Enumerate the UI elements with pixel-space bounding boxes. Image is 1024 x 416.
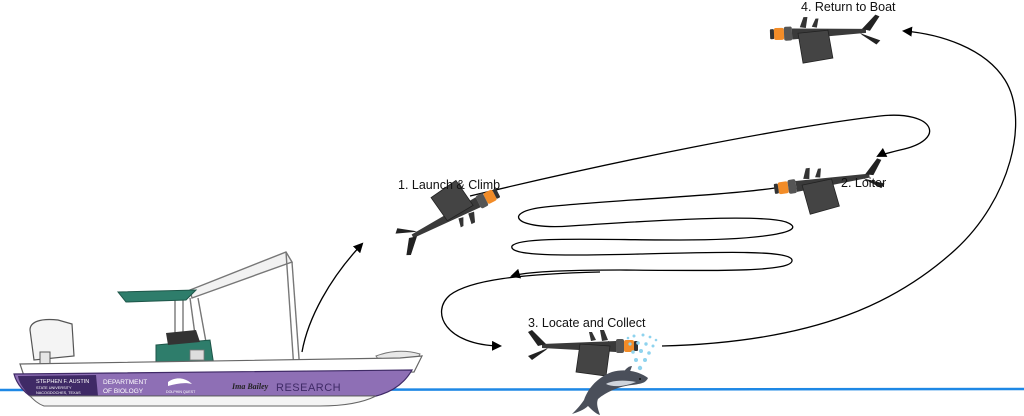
- path-climb: [469, 114, 931, 197]
- water-spray-icon: [626, 333, 658, 383]
- step-2-label: 2. Loiter: [841, 176, 886, 190]
- path-loiter: [510, 187, 794, 279]
- step-3-label: 3. Locate and Collect: [528, 316, 646, 330]
- department-line1: DEPARTMENT: [103, 379, 147, 386]
- partner-name: DOLPHIN QUEST: [166, 390, 196, 394]
- drone-icon: [527, 329, 639, 377]
- sponsor-name: Ima Bailey: [231, 382, 269, 391]
- dolphin-icon: [572, 366, 648, 415]
- university-sub2: NACOGDOCHES, TEXAS: [36, 391, 81, 395]
- path-descend: [440, 271, 601, 351]
- step-4-label: 4. Return to Boat: [801, 0, 896, 14]
- university-name: STEPHEN F. AUSTIN: [36, 379, 89, 385]
- boat-icon: STEPHEN F. AUSTIN STATE UNIVERSITY NACOG…: [13, 251, 424, 407]
- path-launch: [301, 242, 364, 353]
- hull-research-text: RESEARCH: [276, 382, 341, 394]
- path-return: [661, 26, 1017, 347]
- step-1-label: 1. Launch & Climb: [398, 178, 500, 192]
- drone-icon: [768, 13, 882, 65]
- department-line2: OF BIOLOGY: [103, 388, 144, 395]
- university-sub1: STATE UNIVERSITY: [36, 386, 72, 390]
